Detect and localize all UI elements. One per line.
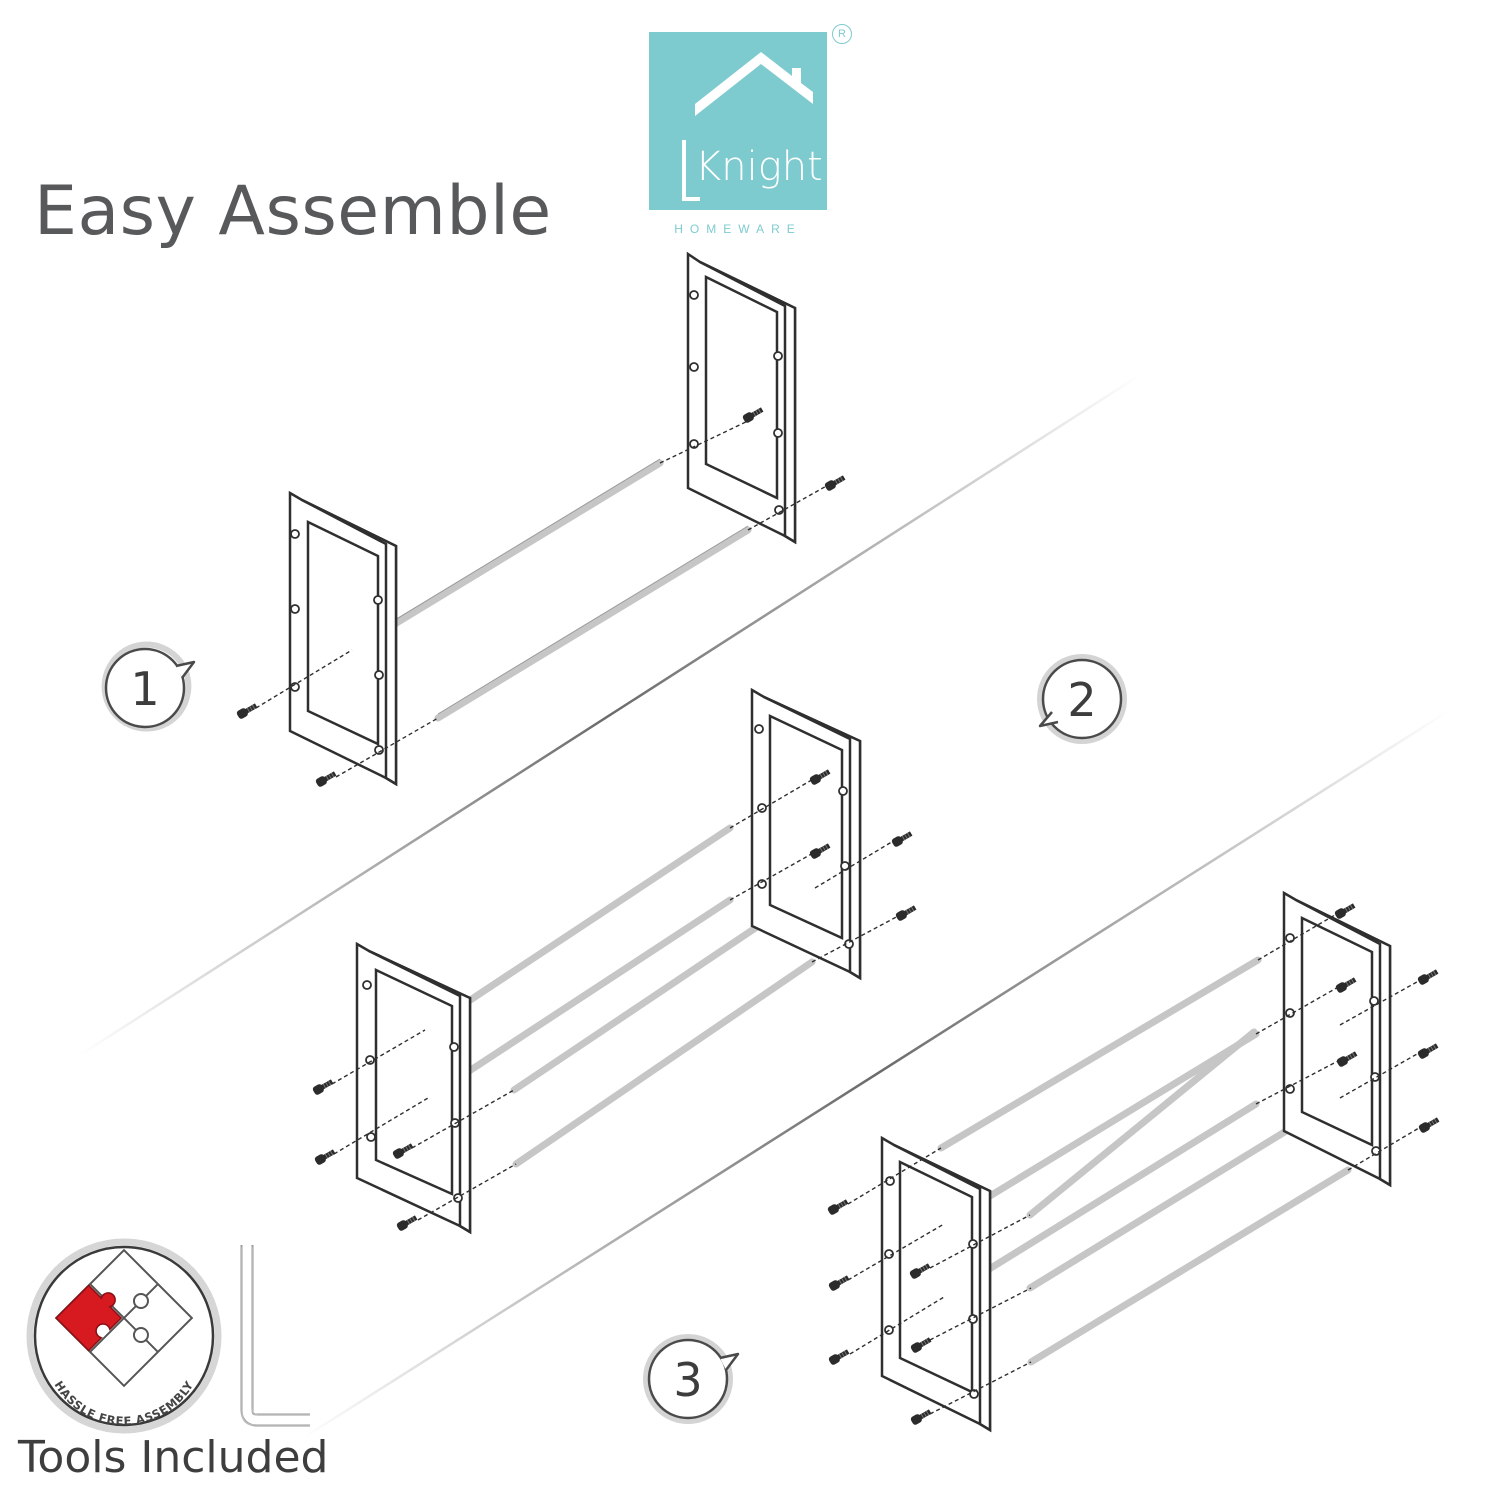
step-3-assembly: [826, 890, 1441, 1433]
step-2-number: 2: [1067, 673, 1096, 727]
step-3-marker: 3: [643, 1334, 740, 1424]
section-divider: [299, 708, 1451, 1442]
registered-mark: R: [832, 24, 852, 44]
hassle-free-badge: HASSLE FREE ASSEMBLY: [26, 1238, 222, 1434]
brand-name: Knight: [695, 144, 823, 190]
step-2-assembly: [311, 687, 918, 1235]
brand-subtitle: HOMEWARE: [674, 222, 802, 236]
step-3-number: 3: [673, 1353, 702, 1407]
step-2-marker: 2: [1037, 654, 1127, 744]
puzzle-icon: [54, 1248, 194, 1388]
step-1-number: 1: [130, 662, 159, 716]
step-1-assembly: [235, 251, 847, 789]
section-divider: [79, 373, 1141, 1057]
tools-included-label: Tools Included: [18, 1432, 329, 1483]
allen-key-icon: [240, 1245, 310, 1427]
step-1-marker: 1: [101, 641, 196, 732]
page-title: Easy Assemble: [34, 172, 552, 251]
